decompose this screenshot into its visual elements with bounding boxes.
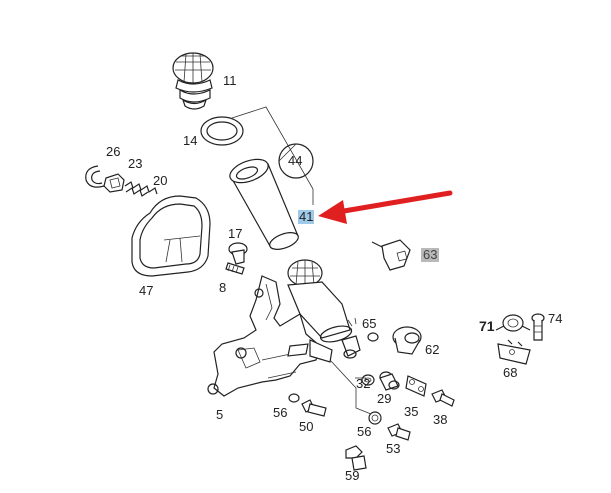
part-8-screw[interactable]	[225, 262, 245, 275]
part-17-fitting[interactable]	[228, 242, 248, 265]
label-56-lower: 56	[357, 424, 372, 439]
part-65-washer[interactable]	[367, 332, 379, 342]
part-63-connector[interactable]	[371, 239, 411, 271]
label-56-upper: 56	[273, 405, 288, 420]
part-62-sensor[interactable]	[392, 326, 422, 355]
housing-right-fittings[interactable]	[341, 317, 361, 359]
part-29-nut[interactable]	[379, 371, 400, 391]
part-38-bolt[interactable]	[431, 389, 455, 407]
label-23: 23	[128, 156, 143, 171]
part-44-callout[interactable]	[231, 106, 314, 205]
label-65: 65	[362, 316, 377, 331]
label-35: 35	[404, 404, 419, 419]
part-26-circlip[interactable]	[85, 165, 105, 188]
label-17: 17	[228, 226, 243, 241]
part-14-ring[interactable]	[200, 116, 244, 146]
part-20-spring[interactable]	[124, 181, 158, 197]
part-11-boot[interactable]	[172, 52, 214, 110]
upper-boot-assembly[interactable]	[287, 259, 353, 345]
label-47: 47	[139, 283, 154, 298]
label-26: 26	[106, 144, 121, 159]
label-32: 32	[356, 376, 371, 391]
label-11: 11	[223, 73, 237, 88]
label-20: 20	[153, 173, 168, 188]
label-71: 71	[479, 318, 495, 334]
part-35-plate[interactable]	[405, 375, 427, 397]
label-8: 8	[219, 280, 227, 295]
label-5: 5	[216, 407, 224, 422]
pointer-arrow	[318, 190, 453, 224]
part-5-bracket[interactable]	[207, 275, 333, 397]
part-71-clip[interactable]	[495, 314, 531, 332]
part-74-screw[interactable]	[531, 313, 545, 341]
part-53-bolt[interactable]	[387, 423, 411, 441]
part-41-cylinder[interactable]	[227, 155, 301, 253]
part-47-gasket[interactable]	[131, 195, 211, 277]
part-68-bracket[interactable]	[497, 339, 531, 365]
part-56-washer-upper[interactable]	[288, 393, 300, 403]
label-53: 53	[386, 441, 401, 456]
part-56-nut-lower[interactable]	[368, 411, 382, 425]
label-59: 59	[345, 468, 360, 483]
label-38: 38	[433, 412, 448, 427]
part-59-bolt[interactable]	[345, 445, 367, 471]
part-32-washer[interactable]	[361, 374, 375, 386]
part-23-nut[interactable]	[103, 173, 125, 193]
label-41[interactable]: 41	[298, 209, 315, 224]
label-62: 62	[425, 342, 440, 357]
label-74: 74	[548, 311, 563, 326]
label-68: 68	[503, 365, 518, 380]
label-63[interactable]: 63	[421, 247, 440, 262]
label-29: 29	[377, 391, 392, 406]
label-14: 14	[183, 133, 198, 148]
part-50-bolt[interactable]	[301, 399, 327, 417]
leader-lines	[329, 359, 377, 417]
label-50: 50	[299, 419, 314, 434]
label-44: 44	[288, 153, 303, 168]
